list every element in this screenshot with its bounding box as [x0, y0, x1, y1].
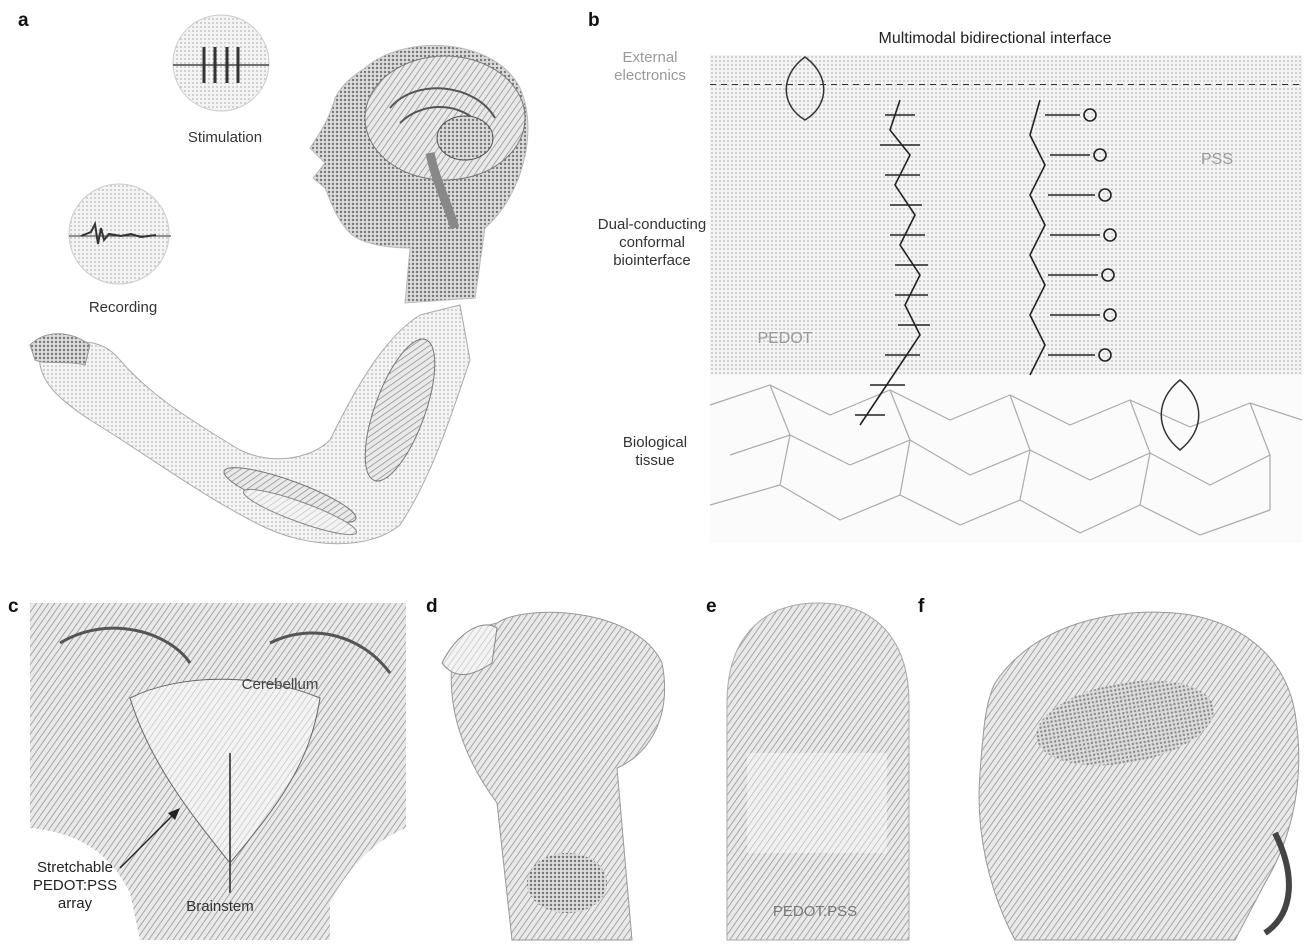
wrist-fist-photo [437, 603, 667, 940]
panel-letter-e: e [706, 596, 717, 618]
external-label-line2: electronics [600, 67, 700, 85]
pedot-label: PEDOT [745, 330, 825, 348]
stretchable-array-label: Stretchable PEDOT:PSS array [20, 859, 130, 913]
panel-b-title: Multimodal bidirectional interface [820, 30, 1170, 48]
cerebellum-label: Cerebellum [225, 676, 335, 694]
array-label-line1: Stretchable [20, 859, 130, 877]
biological-tissue-label: Biological tissue [600, 434, 710, 470]
dual-label-line1: Dual-conducting [572, 216, 732, 234]
fingertip-photo [727, 603, 909, 940]
head-brain-illustration [295, 38, 545, 308]
brainstem-label: Brainstem [170, 898, 270, 916]
panel-letter-c: c [8, 596, 19, 618]
array-label-line3: array [20, 895, 130, 913]
bio-label-line2: tissue [600, 452, 710, 470]
panel-letter-a: a [18, 10, 29, 32]
panel-letter-d: d [426, 596, 438, 618]
array-label-line2: PEDOT:PSS [20, 877, 130, 895]
stimulation-label: Stimulation [180, 129, 270, 147]
dual-label-line2: conformal [572, 234, 732, 252]
panel-letter-f: f [918, 596, 924, 618]
dual-conducting-label: Dual-conducting conformal biointerface [572, 216, 732, 270]
panel-letter-b: b [588, 10, 600, 32]
arm-illustration [30, 300, 470, 550]
stimulation-signal-icon [171, 13, 271, 113]
external-electronics-label: External electronics [600, 49, 700, 85]
interface-layers-diagram [710, 55, 1302, 543]
external-label-line1: External [600, 49, 700, 67]
dual-label-line3: biointerface [572, 252, 732, 270]
pedotpss-film-label: PEDOT:PSS [740, 903, 890, 921]
pss-label: PSS [1187, 151, 1247, 169]
recording-signal-icon [61, 184, 177, 284]
fist-back-photo [975, 603, 1308, 940]
bio-label-line1: Biological [600, 434, 710, 452]
